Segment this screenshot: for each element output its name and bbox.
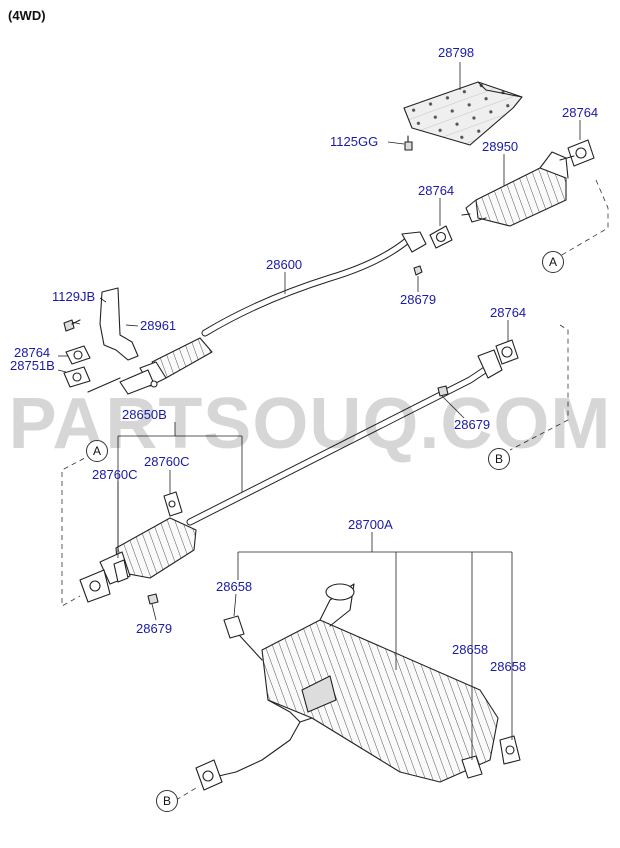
hanger-right-part[interactable] (163, 491, 183, 517)
label-bracket[interactable]: 28961 (140, 318, 177, 333)
label-hanger-muffler-right1[interactable]: 28658 (452, 642, 489, 657)
muffler-part[interactable] (195, 583, 499, 791)
nut-center-part[interactable] (413, 265, 423, 276)
bolt-part-1125gg[interactable] (404, 135, 413, 151)
label-gasket-right[interactable]: 28764 (490, 305, 527, 320)
gasket-rear-cat-part[interactable] (567, 139, 595, 167)
label-catalytic-converter[interactable]: 28950 (482, 139, 519, 154)
label-hanger-right[interactable]: 28760C (144, 454, 190, 469)
ref-a-left: A (86, 440, 108, 462)
catalytic-converter-part[interactable] (461, 151, 575, 227)
reference-dashes (61, 179, 609, 801)
ref-b-bottom: B (156, 790, 178, 812)
gasket-center-part[interactable] (429, 225, 453, 249)
gasket-front-part[interactable] (65, 345, 91, 365)
label-nut-front[interactable]: 28679 (136, 621, 173, 636)
bracket-part[interactable] (99, 287, 139, 361)
hanger-muffler-right2-part[interactable] (499, 735, 521, 765)
ref-b-right: B (488, 448, 510, 470)
nut-right-part[interactable] (437, 385, 449, 397)
bolt-part-1129jb[interactable] (63, 319, 81, 332)
label-front-pipe-assy[interactable]: 28650B (122, 407, 167, 422)
label-gasket-center[interactable]: 28764 (418, 183, 455, 198)
label-gasket-front-b[interactable]: 28751B (10, 358, 55, 373)
label-heat-shield[interactable]: 28798 (438, 45, 475, 60)
nut-front-part[interactable] (147, 593, 159, 605)
heat-shield-part[interactable] (403, 81, 523, 146)
variant-heading: (4WD) (8, 8, 46, 23)
label-bolt-1129jb[interactable]: 1129JB (52, 289, 96, 304)
label-muffler-assy[interactable]: 28700A (348, 517, 393, 532)
hanger-left-part[interactable] (113, 559, 129, 583)
label-bolt-1125gg[interactable]: 1125GG (330, 134, 379, 149)
gasket-right-part[interactable] (495, 339, 519, 365)
hanger-muffler-left-part[interactable] (223, 615, 263, 661)
leader-lines (57, 62, 581, 760)
ref-a-top: A (542, 251, 564, 273)
label-gasket-rear-cat[interactable]: 28764 (562, 105, 599, 120)
hanger-muffler-right1-part[interactable] (461, 755, 483, 779)
label-gasket-front[interactable]: 28764 (14, 345, 51, 360)
label-nut-right[interactable]: 28679 (454, 417, 491, 432)
label-hanger-muffler-right2[interactable]: 28658 (490, 659, 527, 674)
center-pipe-part[interactable] (119, 231, 427, 395)
label-hanger-muffler-left[interactable]: 28658 (216, 579, 253, 594)
label-hanger-left[interactable]: 28760C (92, 467, 138, 482)
label-nut-center[interactable]: 28679 (400, 292, 437, 307)
label-center-pipe[interactable]: 28600 (266, 257, 303, 272)
gasket-front-b-part[interactable] (63, 366, 91, 388)
front-pipe-part[interactable] (79, 349, 503, 603)
